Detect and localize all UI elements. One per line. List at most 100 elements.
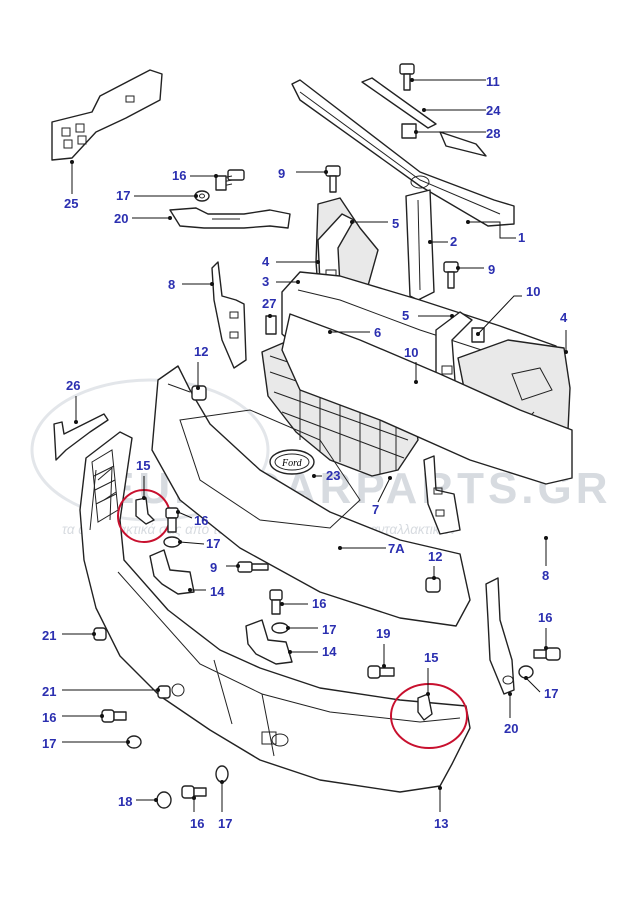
leader-lines (62, 78, 568, 812)
part-12-clip-upper (167, 383, 207, 401)
part-21-grommet (171, 683, 185, 697)
callout-label-c8b: 8 (542, 568, 549, 583)
callout-label-c5a: 5 (392, 216, 399, 231)
leader-dot-c4b (564, 350, 568, 354)
part-16-bolt-c (101, 709, 127, 723)
leader-dot-c16f (544, 646, 548, 650)
leader-dot-c20a (168, 216, 172, 220)
callout-label-c4b: 4 (560, 310, 568, 325)
leader-dot-c16a (214, 174, 218, 178)
leader-c17b (179, 541, 205, 545)
leader-dot-c18 (154, 798, 158, 802)
leader-c16b (177, 511, 193, 519)
callout-label-c23: 23 (326, 468, 340, 483)
part-8-right-bracket (423, 455, 461, 535)
leader-dot-c21a (92, 632, 96, 636)
leader-dot-c8b (544, 536, 548, 540)
part-17-washer-d (215, 765, 229, 783)
callout-label-c4a: 4 (262, 254, 270, 269)
leader-dot-c21b (156, 688, 160, 692)
part-9-bolt-lower (237, 561, 269, 573)
part-21-nut-b (157, 685, 171, 699)
callout-label-c6: 6 (374, 325, 381, 340)
leader-dot-c17e (220, 780, 224, 784)
leader-dot-c14b (288, 650, 292, 654)
callout-label-c21b: 21 (42, 684, 56, 699)
part-16-bolt-e (533, 647, 561, 661)
callout-label-c19: 19 (376, 626, 390, 641)
callout-label-c5b: 5 (402, 308, 409, 323)
highlight-ring-right (390, 683, 468, 749)
part-11-bolt (399, 63, 415, 91)
part-24-upper-crossmember (291, 79, 515, 227)
callout-label-c14a: 14 (210, 584, 225, 599)
leader-dot-c17a (194, 194, 198, 198)
leader-c17f (525, 677, 541, 693)
leader-dot-c17d (126, 740, 130, 744)
leader-dot-c4a (316, 260, 320, 264)
callout-label-c17a: 17 (116, 188, 130, 203)
callout-label-c25: 25 (64, 196, 78, 211)
callout-label-c21a: 21 (42, 628, 56, 643)
callout-label-c14b: 14 (322, 644, 337, 659)
part-16-bolt-upper (215, 169, 245, 191)
callout-label-c20a: 20 (114, 211, 128, 226)
callout-labels: 1124281299955443610102788121277A23262516… (42, 74, 568, 831)
part-2-center-support (405, 189, 435, 301)
leader-dot-c13 (438, 786, 442, 790)
leader-dot-c9c (236, 564, 240, 568)
part-17-washer-b (271, 622, 289, 634)
callout-label-c17d: 17 (42, 736, 56, 751)
leader-dot-c20b (508, 692, 512, 696)
part-23-emblem: Ford (269, 449, 315, 475)
part-24-rail (361, 77, 487, 157)
callout-label-c16d: 16 (42, 710, 56, 725)
leader-dot-c17c (286, 626, 290, 630)
leader-dot-c16b (176, 510, 180, 514)
callout-label-c15a: 15 (136, 458, 150, 473)
leader-dot-c8a (210, 282, 214, 286)
callout-label-c20b: 20 (504, 721, 518, 736)
leader-c7 (377, 477, 391, 503)
leader-dot-c10a (476, 332, 480, 336)
callout-label-c9c: 9 (210, 560, 217, 575)
leader-dot-c27 (268, 314, 272, 318)
part-16-bolt-b (269, 589, 283, 615)
leader-c10a (477, 295, 522, 335)
callout-label-c27: 27 (262, 296, 276, 311)
callout-label-c3: 3 (262, 274, 269, 289)
leader-dot-c26 (74, 420, 78, 424)
part-25-bracket (51, 69, 163, 161)
leader-dot-c9b (456, 266, 460, 270)
callout-label-c11: 11 (486, 74, 500, 89)
leader-dot-c5b (450, 314, 454, 318)
callout-label-c26: 26 (66, 378, 80, 393)
part-19-bolt (367, 665, 395, 679)
leader-dot-c12b (432, 576, 436, 580)
part-26-side-bracket (53, 413, 109, 461)
part-18-cap (156, 791, 172, 809)
callout-label-c18: 18 (118, 794, 132, 809)
part-20-right-bracket (485, 577, 515, 695)
callout-label-c7a: 7A (388, 541, 405, 556)
leader-dot-c7a (338, 546, 342, 550)
part-6-lower-frame (281, 313, 573, 485)
callout-label-c12b: 12 (428, 549, 442, 564)
callout-label-c28: 28 (486, 126, 500, 141)
leader-dot-c24 (422, 108, 426, 112)
callout-label-c15b: 15 (424, 650, 438, 665)
leader-c1 (468, 221, 516, 239)
callout-label-c16e: 16 (190, 816, 204, 831)
part-20-upper-bracket (169, 207, 291, 229)
part-28-clip (401, 123, 417, 139)
callout-label-c13: 13 (434, 816, 448, 831)
callout-label-c16b: 16 (194, 513, 208, 528)
leader-dot-c2 (428, 240, 432, 244)
leader-dot-c15a (142, 496, 146, 500)
leader-dot-c15b (426, 692, 430, 696)
part-14-bracket-left (149, 549, 195, 595)
callout-label-c17c: 17 (322, 622, 336, 637)
part-27-pin (265, 315, 277, 335)
leader-dot-c16d (100, 714, 104, 718)
